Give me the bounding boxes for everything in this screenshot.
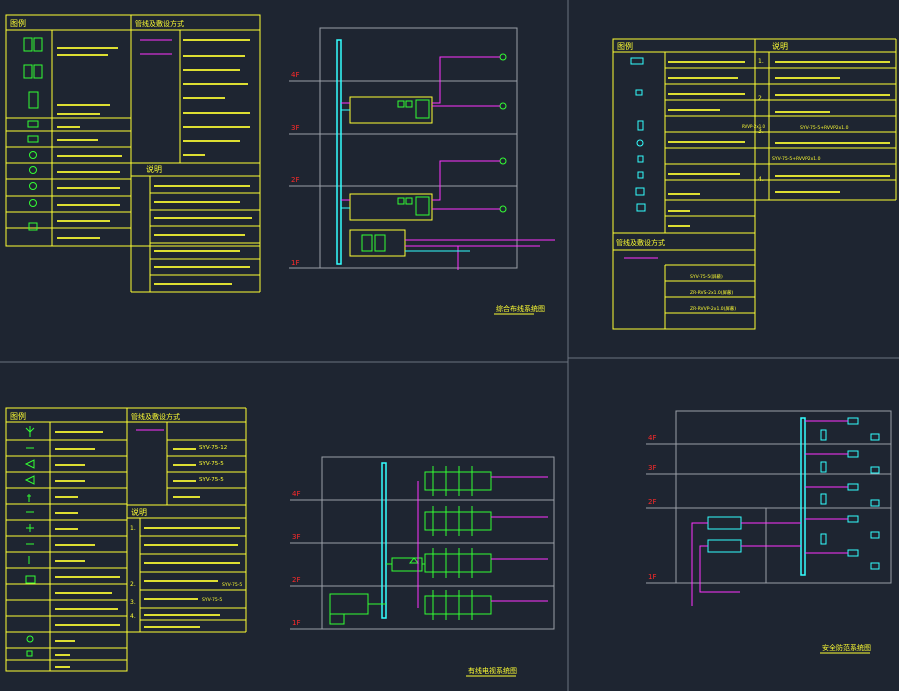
tr-method-row-3: ZR-RVVP-2x1.0(屏蔽)	[690, 305, 736, 312]
catv-diagram: 4F 3F 2F 1F	[290, 456, 555, 630]
tl-legend-text-lines	[57, 39, 252, 285]
tl-diagram-title: 综合布线系统图	[496, 304, 545, 313]
bl-cable-label-2: SYV-75-5	[199, 461, 224, 467]
tr-legend-table	[612, 38, 897, 330]
bl-legend-header: 图例	[10, 411, 26, 421]
tr-note-number-3: 3.	[758, 128, 764, 135]
bl-floor-3f: 3F	[292, 533, 300, 541]
tl-legend-table	[5, 14, 261, 293]
tr-method-row-1: SYV-75-5(屏蔽)	[690, 273, 723, 280]
cabling-diagram: 4F 3F 2F 1F	[289, 27, 555, 270]
bl-note-number-2: 2.	[130, 581, 136, 588]
bl-riser	[381, 462, 387, 619]
bl-legend-table	[5, 407, 247, 672]
tl-method-magenta-lines	[140, 39, 172, 55]
bl-note-number-1: 1.	[130, 525, 136, 532]
bl-floor-4f: 4F	[292, 490, 300, 498]
tl-floor-3f: 3F	[291, 124, 299, 132]
security-diagram: 4F 3F 2F 1F	[646, 410, 892, 606]
tr-note-number-2: 2.	[758, 95, 764, 102]
bl-note-number-3: 3.	[130, 599, 136, 606]
bl-floor-1f: 1F	[292, 619, 300, 627]
tr-legend-header: 图例	[617, 41, 633, 51]
bl-method-header: 管线及敷设方式	[131, 412, 180, 421]
br-floor-2f: 2F	[648, 498, 656, 506]
tr-legend-icons	[630, 57, 646, 212]
br-floor-3f: 3F	[648, 464, 656, 472]
tr-note-number-4: 4.	[758, 176, 764, 183]
br-floor-1f: 1F	[648, 573, 656, 581]
bl-notes-header: 说明	[131, 507, 147, 517]
tr-note-item-1: RVVP-2x1.0	[742, 124, 766, 129]
bl-method-note-2: SYV-75-5	[202, 597, 222, 603]
bl-method-note-1: SYV-75-5	[222, 582, 242, 588]
br-floor-4f: 4F	[648, 434, 656, 442]
bl-legend-icons	[24, 426, 36, 657]
br-diagram-title: 安全防范系统图	[822, 643, 871, 652]
bl-diagram-title: 有线电视系统图	[468, 666, 517, 675]
tl-floor-4f: 4F	[291, 71, 299, 79]
tr-note-item-3: SYV-75-5+RVVP2x1.0	[800, 125, 849, 131]
bl-cable-label-1: SYV-75-12	[199, 445, 227, 451]
tl-legend-icons	[23, 37, 43, 231]
tl-floor-1f: 1F	[291, 259, 299, 267]
tl-legend-header: 图例	[10, 18, 26, 28]
bl-cable-label-3: SYV-75-5	[199, 477, 224, 483]
bl-note-number-4: 4.	[130, 613, 136, 620]
bl-floor-2f: 2F	[292, 576, 300, 584]
tr-method-header: 管线及敷设方式	[616, 238, 665, 247]
tl-notes-header: 说明	[146, 164, 162, 174]
tr-notes-header: 说明	[772, 41, 788, 51]
br-riser	[800, 417, 806, 576]
tr-note-item-2: SYV-75-5+RVVP2x1.0	[772, 156, 821, 162]
bl-legend-text-lines	[55, 431, 240, 668]
tr-method-row-2: ZR-RVS-2x1.0(屏蔽)	[690, 289, 734, 296]
tl-riser	[336, 39, 342, 265]
tl-floor-2f: 2F	[291, 176, 299, 184]
tl-method-header: 管线及敷设方式	[135, 19, 184, 28]
tr-note-number-1: 1.	[758, 58, 764, 65]
tr-legend-text-lines	[668, 61, 890, 227]
